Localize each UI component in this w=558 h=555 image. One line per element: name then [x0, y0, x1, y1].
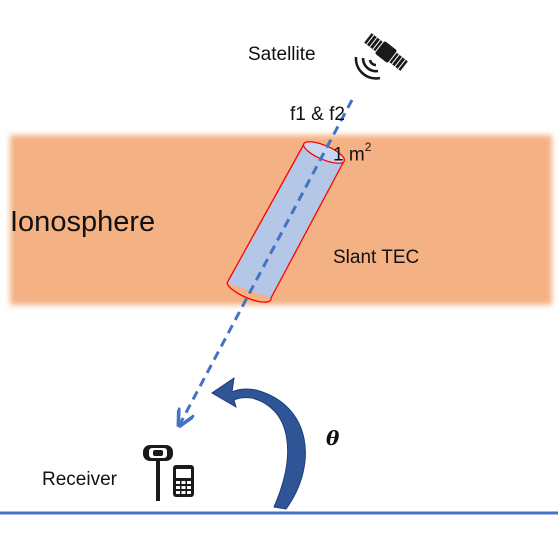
- signal-path-arrow: [180, 99, 354, 424]
- slant-tec-tube: [226, 141, 346, 303]
- unit-area-value: 1 m: [333, 144, 365, 166]
- satellite-icon: [354, 33, 408, 80]
- unit-area-exponent: 2: [364, 140, 372, 154]
- frequency-label: f1 & f2: [290, 104, 345, 125]
- ionosphere-label: Ionosphere: [10, 206, 156, 238]
- elevation-angle-label: θ: [326, 426, 340, 450]
- unit-area-label: 1 m2: [333, 140, 372, 166]
- slant-tec-label: Slant TEC: [333, 247, 420, 268]
- satellite-label: Satellite: [248, 44, 316, 65]
- receiver-label: Receiver: [42, 469, 117, 490]
- gnss-receiver-icon: [143, 445, 194, 501]
- elevation-angle-arrow: [211, 376, 306, 510]
